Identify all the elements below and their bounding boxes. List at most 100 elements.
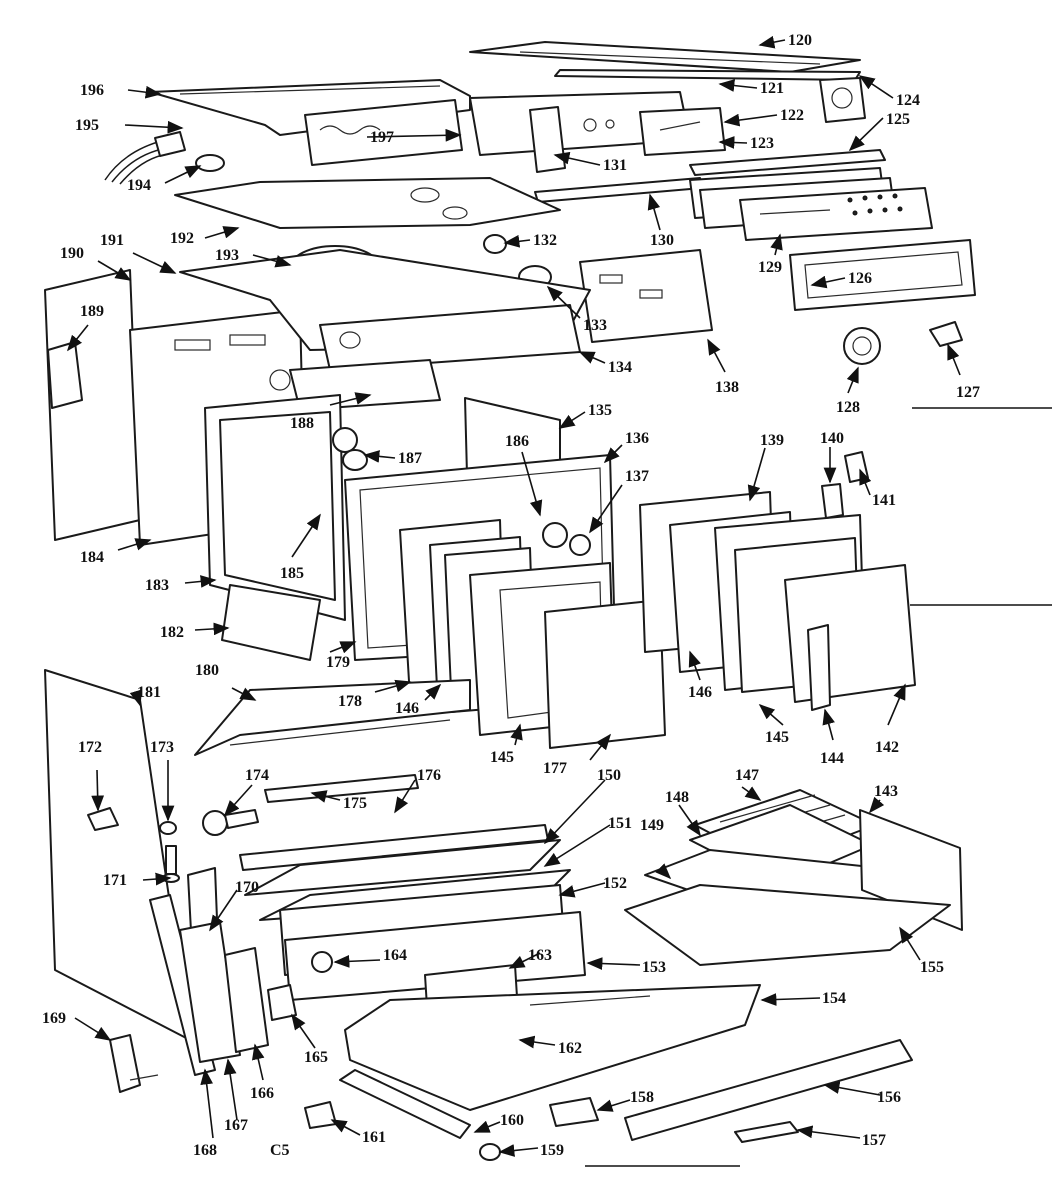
part-137-hinge <box>542 522 591 556</box>
callout-194: 194 <box>127 177 151 194</box>
callout-139: 139 <box>760 432 784 449</box>
callout-155: 155 <box>920 959 944 976</box>
callout-120: 120 <box>788 32 812 49</box>
part-125-strip <box>689 149 886 176</box>
part-165-bracket <box>267 984 297 1021</box>
callout-185: 185 <box>280 565 304 582</box>
callout-143: 143 <box>874 783 898 800</box>
callout-150: 150 <box>597 767 621 784</box>
part-192-cooktop-plate <box>174 177 561 229</box>
callout-labels: 120 121 124 122 125 123 196 195 194 197 … <box>42 32 980 1159</box>
callout-130: 130 <box>650 232 674 249</box>
callout-149: 149 <box>640 817 664 834</box>
part-195-wires <box>104 131 186 185</box>
callout-168: 168 <box>193 1142 217 1159</box>
part-140-rod <box>821 483 844 519</box>
callout-162: 162 <box>558 1040 582 1057</box>
callout-175: 175 <box>343 795 367 812</box>
callout-165: 165 <box>304 1049 328 1066</box>
part-132-knob <box>483 234 507 254</box>
control-panel-assembly <box>689 167 933 241</box>
callout-169: 169 <box>42 1010 66 1027</box>
callout-135: 135 <box>588 402 612 419</box>
callout-132: 132 <box>533 232 557 249</box>
callout-177: 177 <box>543 760 567 777</box>
callout-192: 192 <box>170 230 194 247</box>
cavity-parts <box>44 249 1052 749</box>
part-180-shelf <box>194 679 471 756</box>
callout-189: 189 <box>80 303 104 320</box>
callout-134: 134 <box>608 359 632 376</box>
callout-156: 156 <box>877 1089 901 1106</box>
callout-176: 176 <box>417 767 441 784</box>
callout-174: 174 <box>245 767 269 784</box>
part-156-kick-panel <box>624 1039 913 1141</box>
callout-160: 160 <box>500 1112 524 1129</box>
part-122-switch <box>639 107 726 156</box>
part-173-nut <box>159 821 177 835</box>
callout-142: 142 <box>875 739 899 756</box>
callout-167: 167 <box>224 1117 248 1134</box>
callout-196: 196 <box>80 82 104 99</box>
callout-140: 140 <box>820 430 844 447</box>
part-128-knob <box>843 327 881 365</box>
callout-144: 144 <box>820 750 844 767</box>
callout-125: 125 <box>886 111 910 128</box>
callout-191: 191 <box>100 232 124 249</box>
callout-184: 184 <box>80 549 104 566</box>
part-161-block <box>304 1101 337 1129</box>
callout-195: 195 <box>75 117 99 134</box>
callout-186: 186 <box>505 433 529 450</box>
part-142-door-panel <box>784 564 916 703</box>
callout-171: 171 <box>103 872 127 889</box>
callout-133: 133 <box>583 317 607 334</box>
callout-138: 138 <box>715 379 739 396</box>
callout-159: 159 <box>540 1142 564 1159</box>
callout-145-left: 145 <box>490 749 514 766</box>
part-157-handle <box>734 1121 799 1143</box>
part-166-rail <box>224 947 269 1053</box>
callout-173: 173 <box>150 739 174 756</box>
callout-197: 197 <box>370 129 394 146</box>
panel-dots <box>847 193 903 216</box>
part-174-valve <box>202 809 259 836</box>
callout-152: 152 <box>603 875 627 892</box>
part-130-rod <box>534 177 703 203</box>
callout-178: 178 <box>338 693 362 710</box>
callout-153: 153 <box>642 959 666 976</box>
callout-179: 179 <box>326 654 350 671</box>
part-177-door-glass <box>544 599 666 749</box>
callout-126: 126 <box>848 270 872 287</box>
callout-188: 188 <box>290 415 314 432</box>
callout-148: 148 <box>665 789 689 806</box>
callout-136: 136 <box>625 430 649 447</box>
footer-code: C5 <box>270 1142 290 1159</box>
part-143-side <box>859 809 963 931</box>
part-124-motor <box>819 77 866 123</box>
callout-146-right: 146 <box>688 684 712 701</box>
part-164-knob <box>311 951 333 973</box>
part-150-broiler-panel <box>244 839 561 896</box>
callout-131: 131 <box>603 157 627 174</box>
callout-172: 172 <box>78 739 102 756</box>
part-175-burner-tube <box>264 774 419 803</box>
callout-164: 164 <box>383 947 407 964</box>
part-121-rod <box>554 69 861 81</box>
callout-193: 193 <box>215 247 239 264</box>
callout-123: 123 <box>750 135 774 152</box>
callout-124: 124 <box>896 92 920 109</box>
callout-163: 163 <box>528 947 552 964</box>
callout-157: 157 <box>862 1132 886 1149</box>
part-127-clip <box>929 321 963 347</box>
callout-147: 147 <box>735 767 759 784</box>
callout-146-left: 146 <box>395 700 419 717</box>
part-144-handle <box>807 624 831 711</box>
callout-122: 122 <box>780 107 804 124</box>
callout-145-right: 145 <box>765 729 789 746</box>
part-171-bolt <box>162 845 180 883</box>
lower-parts <box>44 669 963 1161</box>
callout-158: 158 <box>630 1089 654 1106</box>
part-196-top-panel <box>149 79 471 136</box>
callout-170: 170 <box>235 879 259 896</box>
